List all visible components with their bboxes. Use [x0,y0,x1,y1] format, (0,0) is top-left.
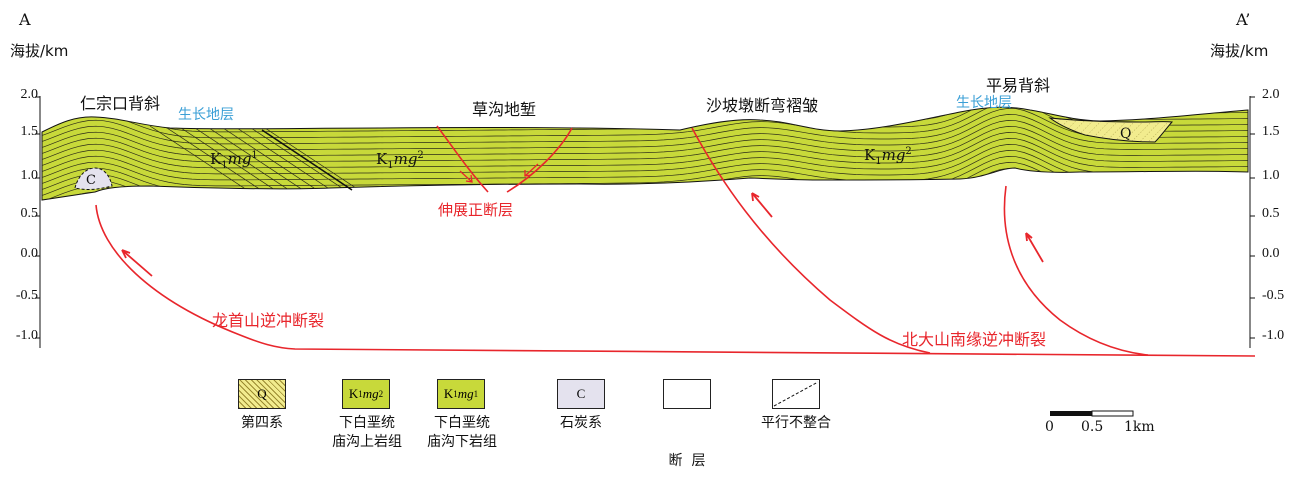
bedding-line [205,125,307,193]
scale-label-1km: 1km [1124,419,1155,435]
beidashan-arrow-2 [1025,232,1044,263]
bedding-line [42,120,1248,157]
longshoushan-arrow [121,249,153,277]
right-tick-label: -1.0 [1262,328,1285,343]
normal-fault-right [506,127,573,193]
unit-k1mg1-label: K1mg1 [210,150,258,171]
bedding-line [42,108,1248,145]
legend-caption-unconformity: 平行不整合 [761,415,831,431]
carboniferous-label: C [86,173,96,188]
legend-caption-carboniferous: 石炭系 [560,415,602,431]
bedding-line [149,125,251,193]
growth-strata-label-right: 生长地层 [956,95,1012,111]
quaternary-deposit [1048,117,1173,143]
legend-swatch-fault [663,379,711,409]
legend-unconformity-line [773,381,819,407]
beidashan-arrow-1 [751,192,773,218]
left-tick-label: 0.0 [20,246,39,261]
left-tick-label: 1.0 [20,168,39,183]
quaternary-label: Q [1120,126,1132,142]
right-axis-title: 海拔/km [1210,42,1269,60]
legend-swatch-quaternary: Q [238,379,286,409]
shapodun-fold-label: 沙坡墩断弯褶皱 [706,96,819,115]
scale-label-0: 0 [1045,419,1054,435]
beidashan-thrust-trace-1 [691,127,931,354]
right-tick-label: 2.0 [1262,87,1280,102]
bedding-line [42,114,1248,151]
caogou-graben-label: 草沟地堑 [472,100,537,119]
normal-fault-left-arrow [459,170,473,183]
legend-caption-k1mg1: 下白垩统 庙沟下岩组 [427,415,497,450]
left-tick-label: -0.5 [15,288,38,303]
strata-body [41,106,1249,201]
left-tick-label: 0.5 [20,206,39,221]
bedding-line [42,126,1248,163]
cross-section-diagram [35,96,1256,417]
scale-bar-black [1050,411,1092,416]
left-tick-label: 1.5 [20,124,39,139]
bedding-line [261,125,363,193]
right-tick-label: 1.0 [1262,168,1280,183]
longshoushan-fault-label: 龙首山逆冲断裂 [212,311,325,330]
legend-swatch-unconformity [772,379,820,409]
profile-start-label: A [19,10,31,29]
bedding-line [233,125,335,193]
left-tick-label: 2.0 [20,87,39,102]
legend-caption-fault: 断 层 [668,453,706,469]
bedding-line [247,125,349,193]
bedding-line [177,125,279,193]
bedding-line [191,125,293,193]
renzongkou-anticline-label: 仁宗口背斜 [80,94,161,113]
bedding-line [219,125,321,193]
bedding-line [42,107,1248,139]
normal-fault-left [436,125,489,193]
formation-contact [261,129,353,191]
legend-swatch-carboniferous: C [557,379,605,409]
longshoushan-thrust-trace [95,204,1256,357]
beidashan-thrust-trace-2 [1003,185,1149,356]
growth-strata-label-left: 生长地层 [178,107,234,123]
bedding-line [42,144,1248,181]
normal-fault-right-arrow [524,163,539,177]
scale-label-half: 0.5 [1081,419,1104,435]
legend-caption-k1mg2: 下白垩统 庙沟上岩组 [332,415,402,450]
pingyi-anticline-label: 平易背斜 [986,76,1051,95]
bedding-line [42,107,1248,109]
carboniferous-core [74,167,113,190]
legend-caption-quaternary: 第四系 [241,415,283,431]
unit-k1mg2-label-left: K1mg2 [376,150,424,171]
right-tick-label: 0.0 [1262,246,1280,261]
extensional-fault-label: 伸展正断层 [438,201,514,219]
left-axis-title: 海拔/km [10,42,69,60]
bedding-line [42,138,1248,175]
left-tick-label: -1.0 [15,328,38,343]
unit-k1mg2-label-right: K1mg2 [864,146,912,167]
right-tick-label: -0.5 [1262,288,1285,303]
profile-end-label: A’ [1236,10,1251,29]
right-tick-label: 0.5 [1262,206,1280,221]
beidashan-fault-label: 北大山南缘逆冲断裂 [902,330,1047,349]
right-tick-label: 1.5 [1262,124,1280,139]
scale-bar-white [1091,410,1134,417]
bedding-line [163,125,265,193]
